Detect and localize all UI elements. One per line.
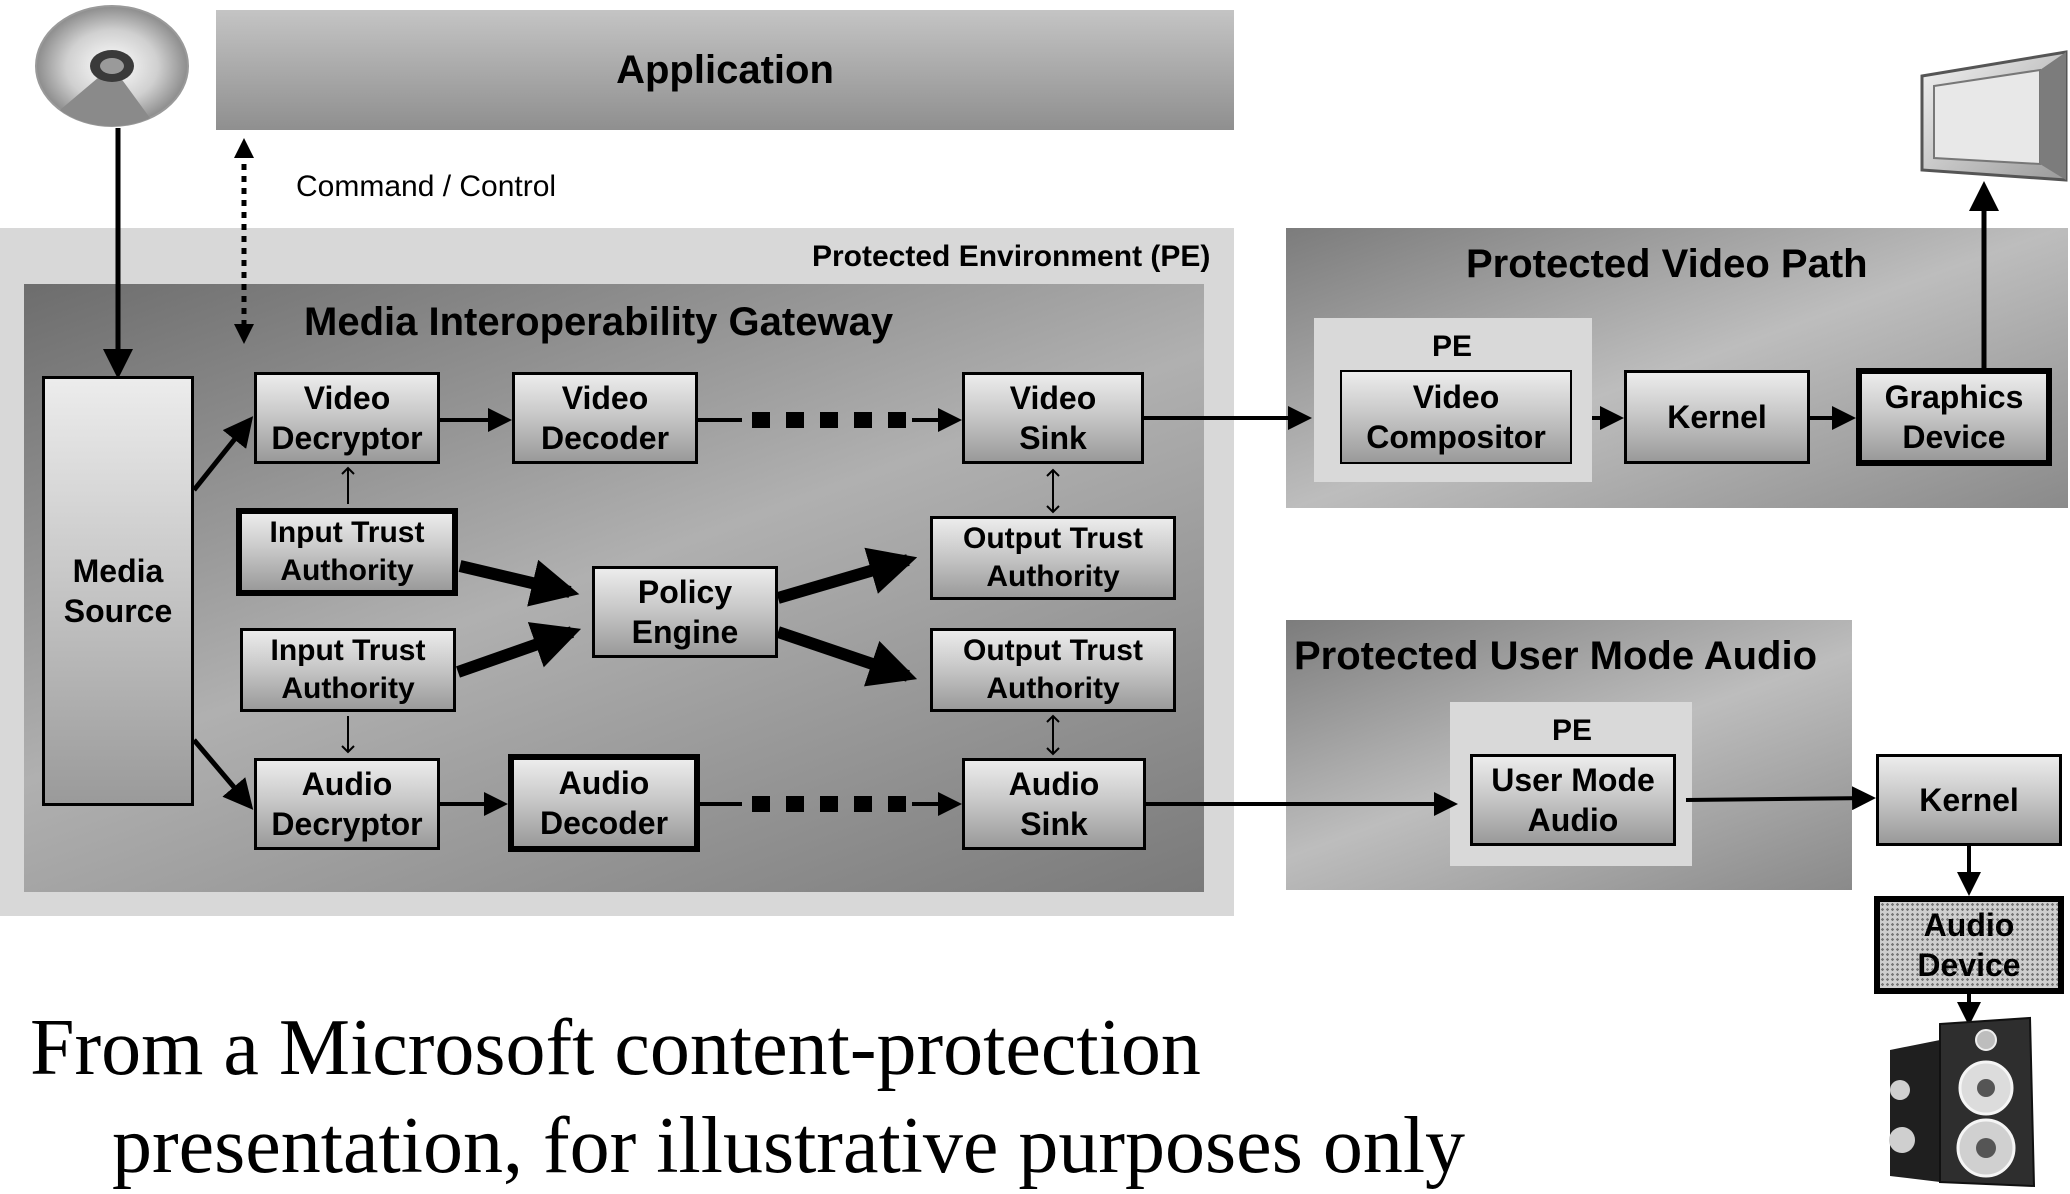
disc-icon (35, 5, 189, 127)
audio-device-line-1: Audio (1923, 907, 2015, 943)
audio-decryptor-line-1: Audio (301, 766, 393, 802)
video-decryptor-line-2: Decryptor (271, 420, 423, 456)
user-mode-audio-line-2: Audio (1527, 802, 1619, 838)
ota2-line-2: Authority (986, 672, 1120, 705)
video-decoder-line-2: Decoder (540, 420, 670, 456)
policy-engine-to-ota1-arrow (776, 547, 918, 604)
speaker-icon (1889, 1016, 2036, 1188)
ita1-line-1: Input Trust (269, 516, 425, 549)
audio-sink-line-2: Sink (1020, 806, 1088, 842)
ota1-line-2: Authority (986, 560, 1120, 593)
video-decryptor-line-1: Video (303, 380, 391, 416)
media-source-to-audio-decryptor-arrow (192, 738, 254, 810)
kernel-audio-box: Kernel (1876, 754, 2062, 846)
audio-decoder-line-2: Decoder (539, 805, 669, 841)
caption-line-1: From a Microsoft content-protection (30, 1004, 1201, 1092)
application-label: Application (616, 47, 834, 92)
command-control-arrow-down (234, 324, 254, 344)
protected-user-mode-audio-title: Protected User Mode Audio (1294, 634, 1818, 678)
video-decoder-line-1: Video (561, 380, 649, 416)
ota2-line-1: Output Trust (963, 634, 1143, 667)
user-mode-audio-line-1: User Mode (1491, 762, 1655, 798)
policy-engine-line-1: Policy (637, 574, 733, 610)
media-source-to-video-decryptor-arrow (192, 416, 254, 492)
kernel-audio-label: Kernel (1919, 782, 2019, 818)
graphics-device-line-2: Device (1902, 419, 2006, 455)
application-bar: Application (216, 10, 1234, 130)
policy-engine-line-2: Engine (631, 614, 739, 650)
ita2-line-2: Authority (281, 672, 415, 705)
video-sink-line-2: Sink (1019, 420, 1087, 456)
pvp-pe-label: PE (1432, 330, 1473, 363)
audio-device-line-2: Device (1917, 947, 2021, 983)
command-control-label: Command / Control (296, 170, 557, 203)
ita2-line-1: Input Trust (270, 634, 426, 667)
monitor-icon (1920, 50, 2068, 182)
mig-title: Media Interoperability Gateway (304, 300, 894, 344)
ita2-to-policy-engine-arrow (456, 622, 582, 678)
media-source-line-2: Source (63, 593, 173, 629)
audio-sink-line-1: Audio (1008, 766, 1100, 802)
video-sink-line-1: Video (1009, 380, 1097, 416)
video-compositor-line-1: Video (1412, 379, 1500, 415)
ota1-line-1: Output Trust (963, 522, 1143, 555)
command-control-arrow-up (234, 138, 254, 158)
audio-decoder-line-1: Audio (558, 765, 650, 801)
video-compositor-line-2: Compositor (1366, 419, 1546, 455)
user-mode-audio-to-kernel-arrow (1685, 786, 1876, 811)
ita1-line-2: Authority (280, 554, 414, 587)
kernel-video-box: Kernel (1624, 370, 1810, 464)
kernel-video-label: Kernel (1667, 399, 1767, 435)
ita1-to-policy-engine-arrow (458, 559, 580, 607)
audio-decryptor-line-2: Decryptor (271, 806, 423, 842)
media-source-line-1: Media (72, 553, 164, 589)
puma-pe-label: PE (1552, 714, 1593, 747)
policy-engine-to-ota2-arrow (776, 626, 918, 687)
protected-video-path-title: Protected Video Path (1466, 242, 1868, 286)
protected-environment-label: Protected Environment (PE) (812, 240, 1211, 273)
caption-line-2: presentation, for illustrative purposes … (112, 1102, 1466, 1190)
graphics-device-line-1: Graphics (1884, 379, 2024, 415)
